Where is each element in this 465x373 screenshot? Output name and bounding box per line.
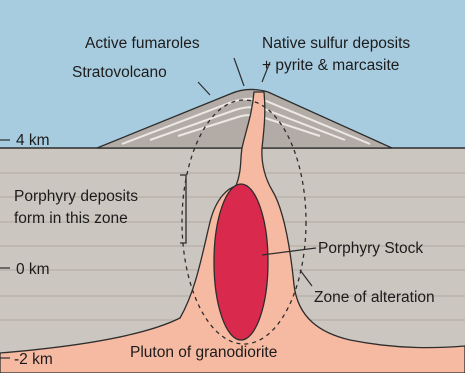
label-stratovolcano: Stratovolcano [72,64,167,81]
label-porphyry-deposits-1: Porphyry deposits [14,188,138,205]
label-native-sulfur-1: Native sulfur deposits [262,35,410,52]
label-pluton: Pluton of granodiorite [130,344,277,361]
depth-label-minus-2km: -2 km [14,351,53,368]
label-zone-of-alteration: Zone of alteration [314,289,435,306]
label-native-sulfur-2: + pyrite & marcasite [262,57,399,74]
depth-label-4km: 4 km [16,132,50,149]
label-active-fumaroles: Active fumaroles [85,35,200,52]
label-porphyry-stock: Porphyry Stock [318,240,423,257]
porphyry-stock [214,184,268,340]
label-porphyry-deposits-2: form in this zone [14,210,128,227]
depth-label-0km: 0 km [16,261,50,278]
